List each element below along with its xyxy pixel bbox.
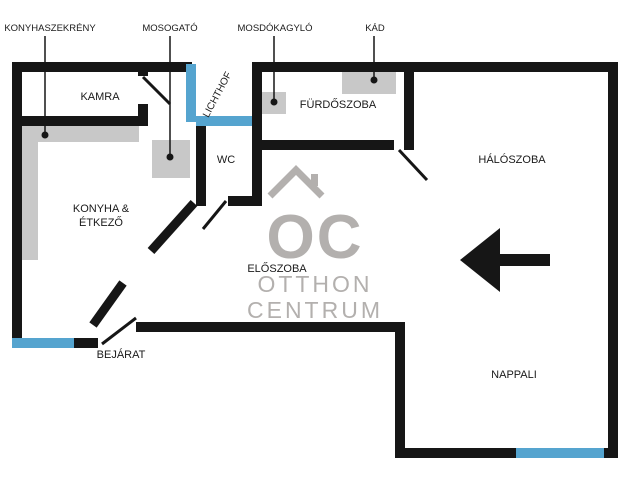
- room-label-kitchen-line2: ÉTKEZŐ: [79, 215, 123, 229]
- kitchen-counter-top: [17, 126, 139, 142]
- leader-dot-bathtub: [370, 76, 378, 84]
- window-kitchen: [12, 338, 74, 348]
- wall-bottom-living: [395, 448, 618, 458]
- watermark-roof-icon: [267, 165, 325, 199]
- wall-kitchen-diagonal-upper: [147, 199, 198, 255]
- watermark-line1: OTTHON: [257, 271, 372, 297]
- wall-wc-left: [196, 122, 206, 206]
- wall-top-right: [252, 62, 618, 72]
- wall-pantry-bottom: [12, 116, 148, 126]
- door-pantry: [141, 75, 172, 106]
- wall-living-left: [395, 322, 405, 458]
- room-label-hallway: ELŐSZOBA: [247, 261, 307, 275]
- wall-bedroom-left: [404, 62, 414, 150]
- room-label-lightwell: LICHTHOF: [201, 70, 234, 119]
- callout-kitchen-cabinet: KONYHASZEKRÉNY: [4, 23, 96, 34]
- wall-pantry-right-bottom: [138, 104, 148, 126]
- callout-sink: MOSOGATÓ: [142, 23, 197, 34]
- wall-left: [12, 62, 22, 348]
- watermark-line2: CENTRUM: [247, 297, 383, 323]
- callout-washbasin: MOSDÓKAGYLÓ: [238, 23, 313, 34]
- leader-dot-sink: [166, 153, 174, 161]
- room-label-kitchen-line1: KONYHA &: [73, 203, 130, 215]
- wall-top-left: [12, 62, 192, 72]
- door-wc: [201, 200, 228, 230]
- door-entrance: [101, 316, 137, 346]
- bathtub-fixture: [342, 72, 396, 94]
- watermark-chimney-icon: [311, 174, 318, 186]
- room-label-bathroom: FÜRDŐSZOBA: [300, 97, 377, 111]
- callout-bathtub: KÁD: [365, 23, 385, 34]
- room-label-living: NAPPALI: [491, 369, 537, 381]
- wall-kitchen-diagonal-lower: [89, 280, 127, 328]
- wall-wc-right: [252, 62, 262, 206]
- wall-pantry-right-top: [138, 62, 148, 76]
- leader-dot-kitchen-cabinet: [41, 131, 49, 139]
- door-bathroom: [397, 148, 429, 182]
- wall-wc-bottom: [228, 196, 262, 206]
- kitchen-counter-left: [17, 142, 38, 260]
- window-lightwell-left: [186, 64, 196, 122]
- room-label-bedroom: HÁLÓSZOBA: [478, 153, 546, 166]
- room-label-wc: WC: [217, 154, 235, 166]
- left-arrow-icon: [460, 228, 550, 292]
- watermark-logo: OC: [267, 203, 364, 272]
- wall-hallway-bottom: [136, 322, 402, 332]
- wall-right: [608, 62, 618, 458]
- leader-dot-washbasin: [270, 98, 278, 106]
- wall-bathroom-bottom: [252, 140, 394, 150]
- room-label-pantry: KAMRA: [80, 91, 120, 103]
- room-label-entrance: BEJÁRAT: [97, 348, 146, 361]
- window-lightwell-bottom: [196, 116, 252, 126]
- window-living: [516, 448, 604, 458]
